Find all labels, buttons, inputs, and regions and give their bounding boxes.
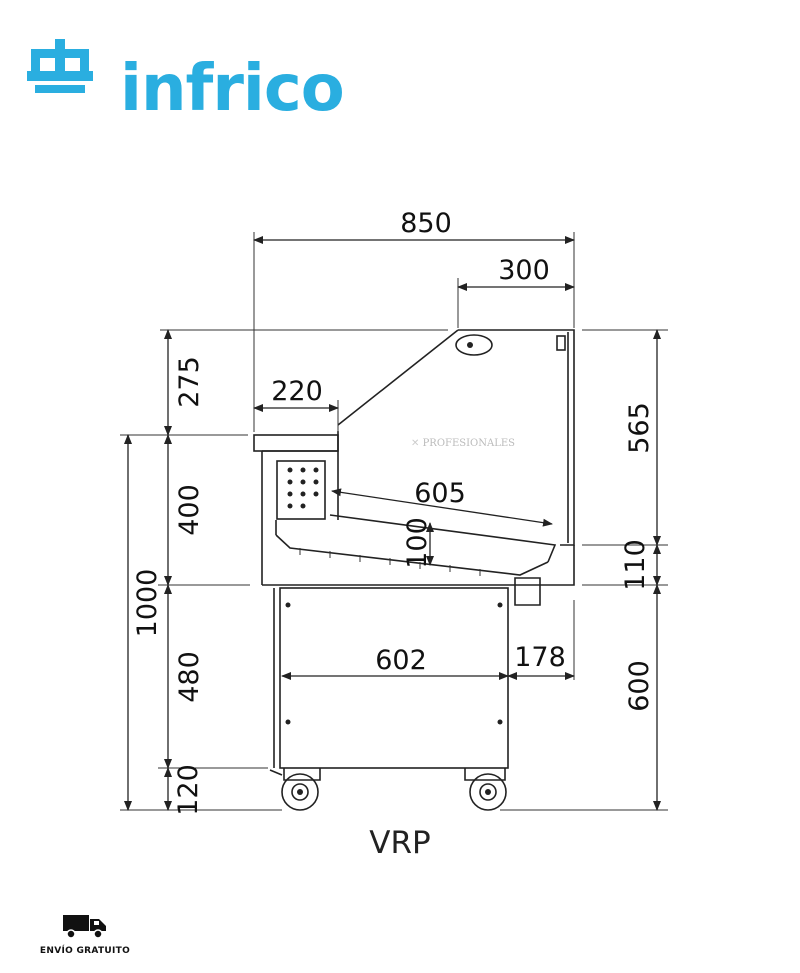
dim-178: 178: [514, 642, 566, 673]
brand-logo: infrico: [25, 35, 345, 121]
dimension-lines: [124, 236, 661, 811]
dim-220: 220: [271, 376, 323, 407]
dim-400: 400: [174, 484, 205, 536]
dim-480: 480: [174, 651, 205, 703]
dimension-labels: 850 300 220 605 602 178 1000 275 400 480…: [132, 208, 655, 816]
dim-600: 600: [624, 660, 655, 712]
model-name: VRP: [369, 825, 431, 861]
dim-850: 850: [400, 208, 452, 239]
crown-icon: [27, 39, 93, 93]
dim-602: 602: [375, 645, 427, 676]
display-case-profile: [253, 329, 575, 811]
watermark: ✕ PROFESIONALES: [411, 438, 515, 449]
basket-holes: [287, 467, 319, 509]
dim-275: 275: [174, 356, 205, 408]
free-shipping-badge: ENVÍO GRATUITO: [35, 912, 135, 956]
dim-1000: 1000: [132, 569, 163, 638]
truck-icon: [63, 915, 106, 939]
wheel-right: [464, 768, 507, 811]
dim-100: 100: [402, 517, 433, 569]
wheel-left: [269, 768, 321, 811]
dim-605: 605: [414, 478, 466, 509]
dim-300: 300: [498, 255, 550, 286]
dim-110: 110: [620, 539, 651, 591]
dim-565: 565: [624, 402, 655, 454]
free-shipping-label: ENVÍO GRATUITO: [39, 946, 131, 956]
dim-120: 120: [173, 764, 204, 816]
brand-name: infrico: [120, 52, 345, 126]
